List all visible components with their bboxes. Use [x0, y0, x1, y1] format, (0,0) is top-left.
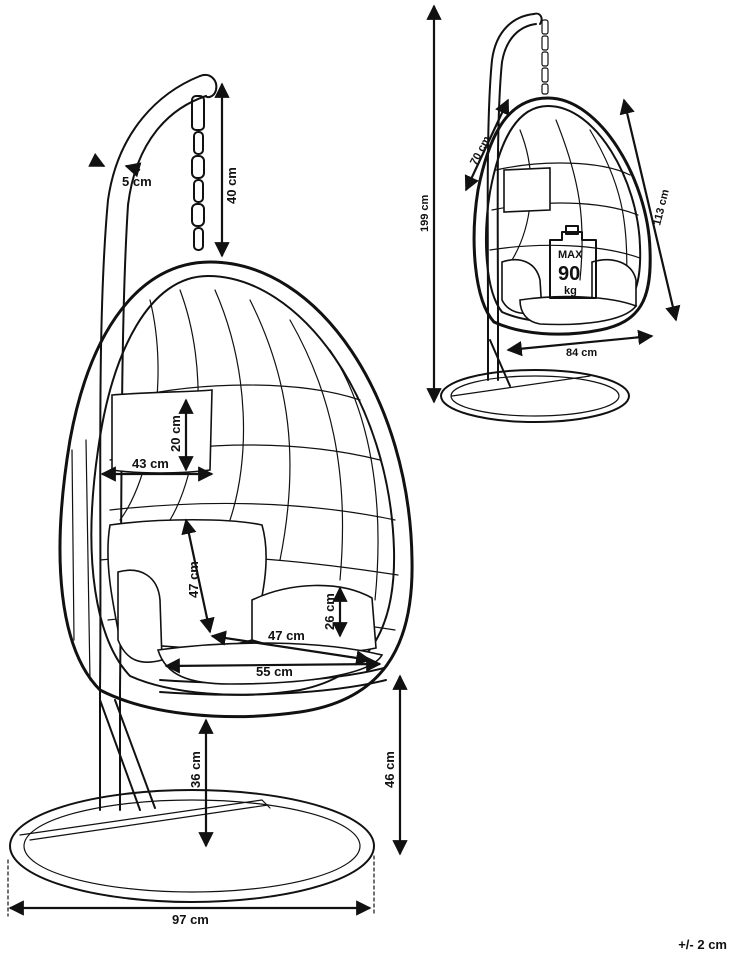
label-pillow-width: 43 cm: [132, 456, 169, 471]
label-total-seat-height: 46 cm: [382, 751, 397, 788]
label-seat-depth: 47 cm: [268, 628, 305, 643]
label-pole-thickness: 5 cm: [122, 174, 152, 189]
small-dimension-lines: [426, 4, 681, 404]
label-seat-width: 55 cm: [256, 664, 293, 679]
large-base: [9, 789, 375, 903]
weight-tag-max: MAX: [558, 249, 583, 261]
small-chain: [541, 19, 549, 95]
weight-tag-value: 90: [558, 263, 580, 285]
small-base: [440, 369, 630, 423]
weight-tag-unit: kg: [564, 285, 577, 297]
label-width: 84 cm: [566, 347, 597, 359]
small-chair-drawing: MAX 90 kg: [440, 12, 652, 423]
tolerance-note: +/- 2 cm: [678, 937, 727, 952]
label-armrest-height: 26 cm: [322, 593, 337, 630]
label-pillow-height: 20 cm: [168, 415, 183, 452]
large-left-armrest-cushion: [117, 569, 163, 664]
large-dimension-labels: 5 cm 40 cm 20 cm 43 cm 47 cm 47 cm 26 cm…: [122, 167, 397, 927]
small-seat: [519, 295, 638, 326]
large-dimension-lines: [7, 82, 408, 917]
large-chain: [191, 95, 205, 251]
label-basket-height: 113 cm: [651, 188, 672, 227]
label-total-height: 199 cm: [419, 194, 431, 232]
label-backrest-height: 47 cm: [186, 561, 201, 598]
label-base-diameter: 97 cm: [172, 912, 209, 927]
weight-tag: MAX 90 kg: [549, 225, 597, 299]
large-chair-drawing: [9, 74, 414, 903]
label-chain-length: 40 cm: [224, 167, 239, 204]
small-pillow: [503, 167, 551, 213]
label-seat-height: 36 cm: [188, 751, 203, 788]
